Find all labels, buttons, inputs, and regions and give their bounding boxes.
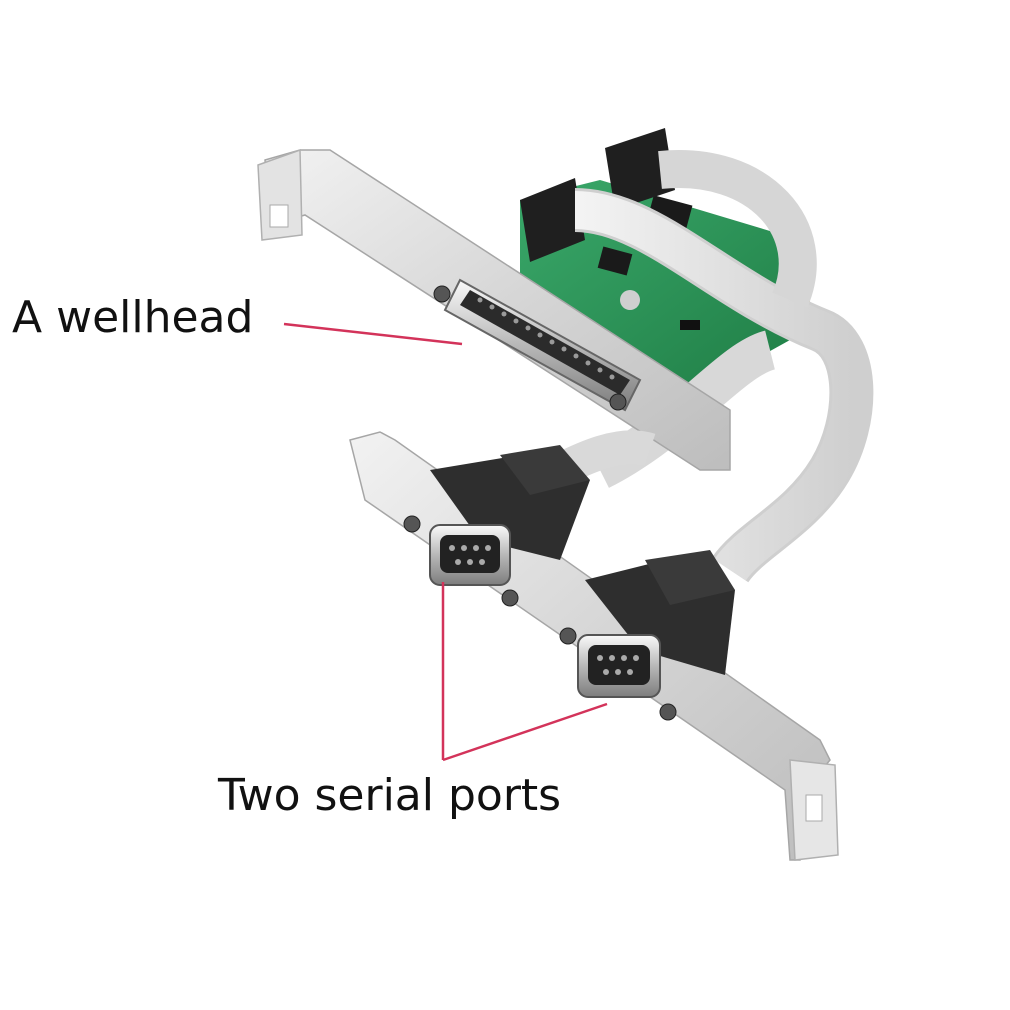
parallel-port-label: A wellhead (12, 292, 254, 343)
db9-connector-icon (403, 445, 590, 607)
serial-ports-label: Two serial ports (218, 770, 562, 821)
callout-lines (283, 322, 608, 762)
db25-connector-icon (433, 278, 642, 412)
pin-header-blocks (520, 128, 675, 262)
parallel-port-bracket (257, 148, 731, 471)
serial-port-bracket (349, 431, 839, 861)
db9-connector-icon (559, 550, 735, 721)
